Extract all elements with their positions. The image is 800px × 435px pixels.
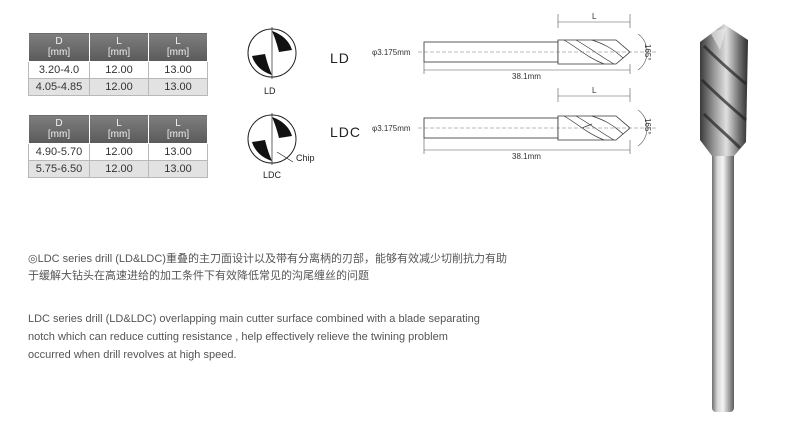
description-en-line1: LDC series drill (LD&LDC) overlapping ma…: [28, 313, 480, 325]
ldc-shank-diameter: φ3.175mm: [372, 124, 411, 133]
table-cell: 12.00: [89, 61, 149, 79]
table-cell: 12.00: [89, 160, 149, 178]
table-cell: 4.90-5.70: [28, 143, 90, 161]
table-cell: 12.00: [89, 78, 149, 96]
header-l: L[mm]: [89, 32, 149, 62]
table-row: 4.05-4.85 12.00 13.00: [28, 78, 208, 96]
ldc-title: LDC: [330, 124, 362, 140]
spec-table-1: D[mm] L[mm] L[mm] 3.20-4.0 12.00 13.00 4…: [28, 32, 208, 96]
header-l-total: L[mm]: [148, 114, 208, 144]
table-cell: 3.20-4.0: [28, 61, 90, 79]
ldc-section-label: LDC: [263, 170, 282, 180]
header-d: D[mm]: [28, 32, 90, 62]
header-l-total: L[mm]: [148, 32, 208, 62]
description-en-line3: occurred when drill revolves at high spe…: [28, 349, 237, 361]
ld-length: 38.1mm: [512, 72, 541, 81]
description-cn-line1: ◎LDC series drill (LD&LDC)重叠的主刀面设计以及带有分离…: [28, 253, 507, 265]
ld-l-label: L: [592, 12, 597, 21]
header-d: D[mm]: [28, 114, 90, 144]
header-l: L[mm]: [89, 114, 149, 144]
table-row: 4.90-5.70 12.00 13.00: [28, 143, 208, 161]
ldc-cross-section-icon: [247, 113, 297, 165]
table-cell: 13.00: [148, 143, 208, 161]
table-cell: 13.00: [148, 78, 208, 96]
ldc-length: 38.1mm: [512, 152, 541, 161]
drill-product-image: [700, 24, 748, 412]
description-en-line2: notch which can reduce cutting resistanc…: [28, 331, 448, 343]
table-cell: 12.00: [89, 143, 149, 161]
ld-drill-drawing: [418, 14, 658, 74]
ldc-angle: 165°: [643, 118, 652, 135]
ld-shank-diameter: φ3.175mm: [372, 48, 411, 57]
table-row: 3.20-4.0 12.00 13.00: [28, 61, 208, 79]
chip-label: Chip: [296, 153, 315, 163]
table-cell: 13.00: [148, 160, 208, 178]
table-header-row: D[mm] L[mm] L[mm]: [28, 114, 208, 144]
table-cell: 4.05-4.85: [28, 78, 90, 96]
ldc-drill-drawing: [418, 88, 658, 154]
description-cn-line2: 于缓解大钻头在高速进给的加工条件下有效降低常见的沟尾缠丝的问题: [28, 270, 369, 282]
spec-table-2: D[mm] L[mm] L[mm] 4.90-5.70 12.00 13.00 …: [28, 114, 208, 178]
table-row: 5.75-6.50 12.00 13.00: [28, 160, 208, 178]
ld-cross-section-icon: [247, 27, 297, 79]
table-header-row: D[mm] L[mm] L[mm]: [28, 32, 208, 62]
ld-section-label: LD: [264, 86, 276, 96]
table-cell: 13.00: [148, 61, 208, 79]
ld-angle: 165°: [643, 44, 652, 61]
ld-title: LD: [330, 50, 350, 66]
table-cell: 5.75-6.50: [28, 160, 90, 178]
ldc-l-label: L: [592, 86, 597, 95]
